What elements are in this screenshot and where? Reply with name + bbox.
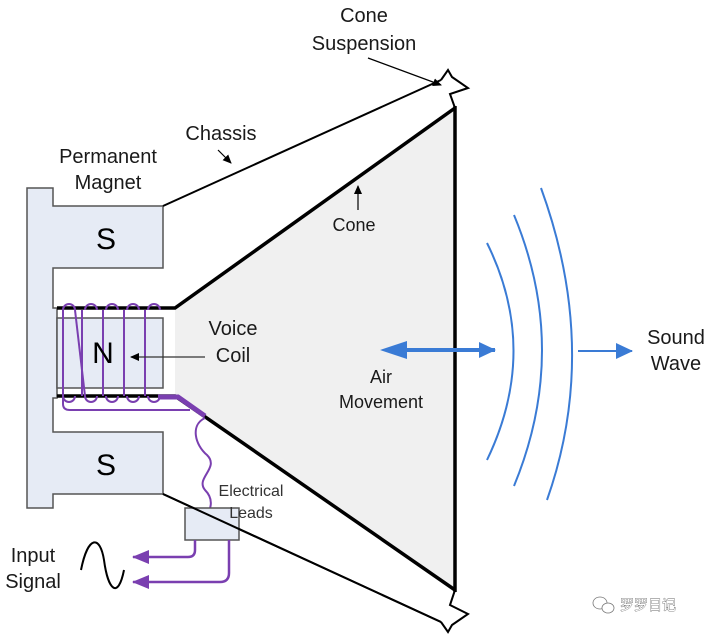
sound-waves: [486, 187, 574, 501]
cone-body: [175, 108, 455, 590]
label-chassis: Chassis: [185, 123, 256, 145]
signal-wire-2: [132, 540, 231, 589]
label-permanent: Permanent: [59, 146, 157, 168]
watermark: 罗罗日记: [592, 596, 676, 614]
lead-strip: [158, 394, 207, 419]
label-input: Input: [11, 545, 56, 567]
chassis-bottom-overlay: [162, 493, 442, 623]
air-movement-arrowhead-left: [380, 341, 407, 359]
voice-coil: [62, 303, 190, 411]
terminal-block: [184, 507, 240, 541]
permanent-magnet: [26, 187, 164, 509]
cone-suspension-pointer: [367, 57, 442, 86]
signal-wire-1: [132, 540, 197, 564]
label-suspension: Suspension: [312, 33, 417, 55]
label-wave: Wave: [651, 353, 701, 375]
label-electrical: Electrical: [219, 483, 284, 500]
pole-label-n: N: [92, 337, 114, 370]
cone-suspension-top: [440, 68, 471, 109]
chassis-pointer: [217, 149, 232, 164]
label-cone-part: Cone: [332, 215, 375, 235]
label-movement: Movement: [339, 392, 423, 412]
electrical-lead-wire: [194, 417, 212, 519]
label-sound: Sound: [647, 327, 705, 349]
watermark-text: 罗罗日记: [620, 597, 676, 613]
wechat-icon: [592, 596, 615, 614]
sound-wave-arc-2: [513, 214, 543, 487]
sine-wave-icon: [80, 541, 125, 590]
chassis-top-line: [162, 79, 442, 207]
label-voice: Voice: [209, 318, 258, 340]
label-coil: Coil: [216, 345, 250, 367]
pole-label-bottom-s: S: [96, 449, 116, 482]
label-air: Air: [370, 367, 392, 387]
cone-suspension-bottom: [440, 589, 470, 634]
pole-label-top-s: S: [96, 223, 116, 256]
label-signal: Signal: [5, 571, 61, 593]
label-cone: Cone: [340, 5, 388, 27]
label-leads: Leads: [229, 505, 273, 522]
sound-wave-arc-1: [486, 242, 515, 461]
sound-wave-arc-3: [540, 187, 574, 501]
label-magnet: Magnet: [75, 172, 142, 194]
